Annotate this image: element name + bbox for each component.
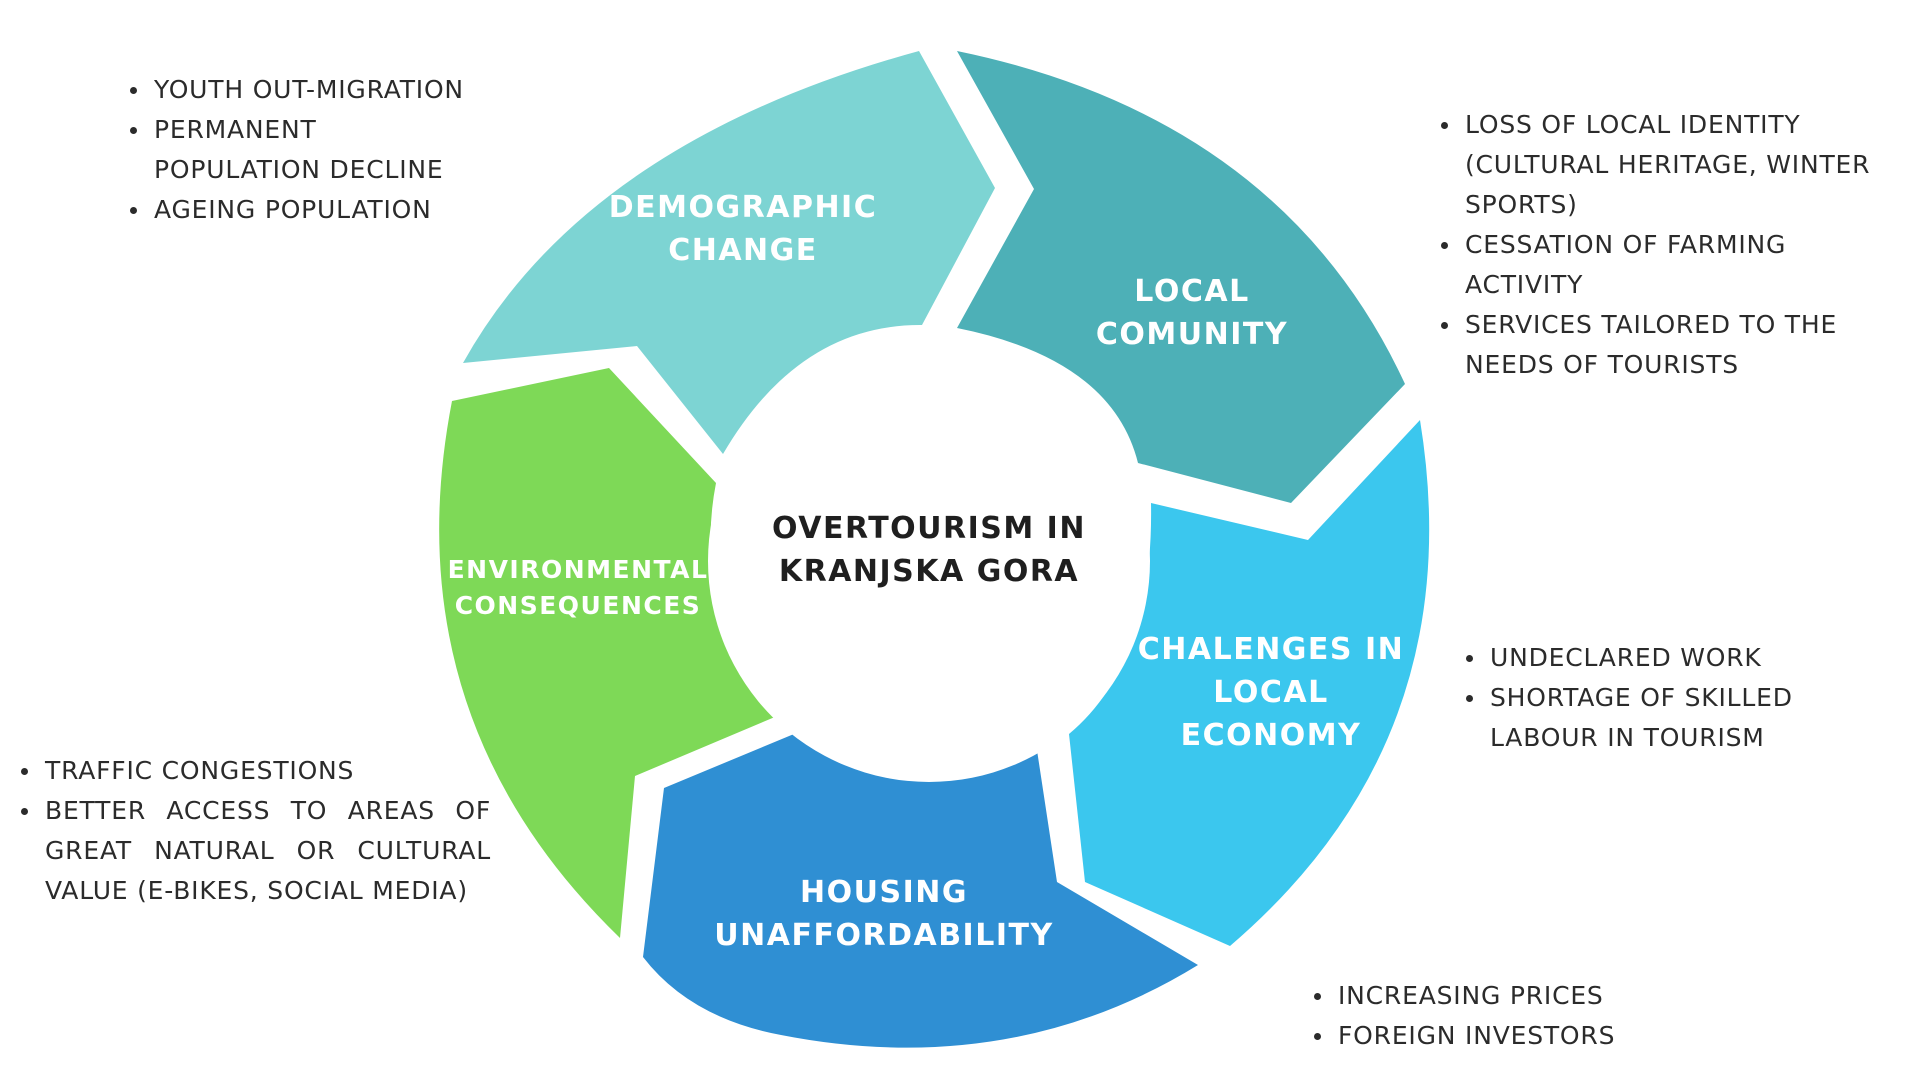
segment-economy-arrow	[1069, 420, 1430, 946]
demographic-note: YOUTH OUT-MIGRATION	[130, 70, 490, 110]
segment-housing-label-line-2: UNAFFORDABILITY	[714, 918, 1053, 953]
segment-community-label-line-2: COMUNITY	[1096, 317, 1288, 352]
environment-note: BETTER ACCESS TO AREAS OF GREAT NATURAL …	[21, 791, 491, 911]
segment-environment-label-line-1: ENVIRONMENTAL	[448, 555, 709, 584]
environment-notes-list: TRAFFIC CONGESTIONS BETTER ACCESS TO ARE…	[21, 751, 491, 911]
center-circle	[708, 340, 1150, 782]
housing-note: FOREIGN INVESTORS	[1314, 1016, 1694, 1056]
segment-community-label-line-1: LOCAL	[1134, 274, 1249, 309]
segment-economy-label-line-2: LOCAL	[1213, 675, 1328, 710]
demographic-note: PERMANENT POPULATION DECLINE	[130, 110, 490, 190]
economy-note: SHORTAGE OF SKILLED LABOUR IN TOURISM	[1466, 678, 1826, 758]
center-title-line-2: KRANJSKA GORA	[779, 554, 1079, 589]
segment-economy-label-line-1: CHALENGES IN	[1138, 632, 1405, 667]
community-note: LOSS OF LOCAL IDENTITY (CULTURAL HERITAG…	[1441, 105, 1891, 225]
environment-note: TRAFFIC CONGESTIONS	[21, 751, 491, 791]
demographic-notes-list: YOUTH OUT-MIGRATION PERMANENT POPULATION…	[130, 70, 490, 230]
segment-demographic-arrow	[463, 51, 995, 454]
economy-note: UNDECLARED WORK	[1466, 638, 1826, 678]
community-note: CESSATION OF FARMING ACTIVITY	[1441, 225, 1891, 305]
community-note: SERVICES TAILORED TO THE NEEDS OF TOURIS…	[1441, 305, 1891, 385]
segment-demographic-label-line-2: CHANGE	[668, 233, 818, 268]
segment-community-arrow	[957, 51, 1405, 503]
segment-housing-arrow	[643, 729, 1198, 1048]
community-notes-list: LOSS OF LOCAL IDENTITY (CULTURAL HERITAG…	[1441, 105, 1891, 385]
segment-housing-label-line-1: HOUSING	[800, 875, 968, 910]
segment-environment-label-line-2: CONSEQUENCES	[455, 591, 702, 620]
economy-notes-list: UNDECLARED WORK SHORTAGE OF SKILLED LABO…	[1466, 638, 1826, 758]
segment-environment-arrow	[439, 368, 782, 938]
segment-demographic-label-line-1: DEMOGRAPHIC	[609, 190, 877, 225]
housing-note: INCREASING PRICES	[1314, 976, 1694, 1016]
segment-economy-label-line-3: ECONOMY	[1181, 718, 1362, 753]
demographic-note: AGEING POPULATION	[130, 190, 490, 230]
housing-notes-list: INCREASING PRICES FOREIGN INVESTORS	[1314, 976, 1694, 1056]
center-title-line-1: OVERTOURISM IN	[772, 511, 1086, 546]
